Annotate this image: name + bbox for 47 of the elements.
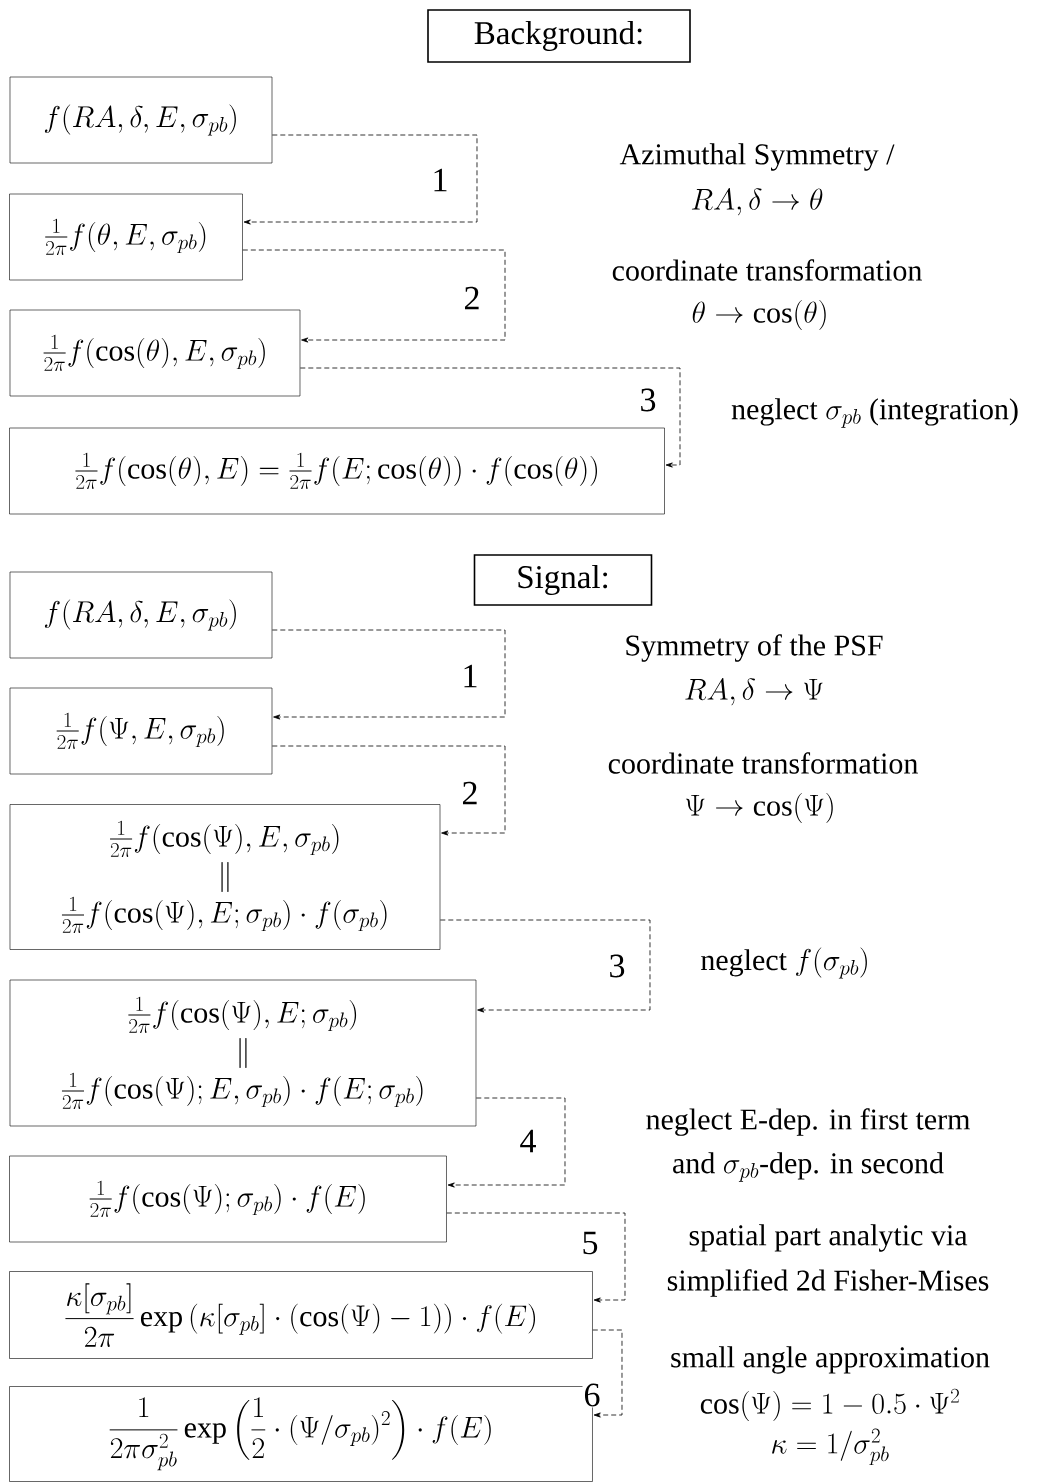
annotation-text: $RA,\delta\to\Psi$: [685, 678, 823, 706]
edge-label: 1: [430, 167, 450, 193]
edge-label: 2: [460, 780, 480, 806]
dashed-arrow: [243, 134, 478, 225]
annotation-text: $\Psi\to\cos(\Psi)$: [685, 793, 833, 823]
annotation-text: spatial part analytic via: [689, 1224, 968, 1252]
edge-label: 5: [580, 1230, 600, 1256]
annotation-text: small angle approximation: [671, 1346, 990, 1374]
annotation-text: $\text{neglect }f(\sigma_{pb})$: [701, 947, 867, 979]
edge-label: 4: [518, 1128, 538, 1154]
annotation-text: Azimuthal Symmetry /: [619, 143, 895, 171]
formula-box: $\frac{1}{2\pi}f(\cos(\theta),E,\sigma_{pb})$: [9, 309, 301, 397]
edge-label: 6: [582, 1382, 602, 1408]
dashed-arrow: [299, 367, 681, 468]
edge-label: 2: [462, 285, 482, 311]
formula-box: $\frac{1}{2\pi}f(\cos(\Psi),E,\sigma_{pb})$ $\|$ $\frac{1}{2\pi}f(\cos(\Psi),E;\sigma_{pb})\cdot f(\sigma_{pb})$: [9, 804, 441, 950]
annotation-text: $\theta\to\cos(\theta)$: [692, 300, 826, 330]
formula-box: $f(RA,\delta,E,\sigma_{pb})$: [9, 571, 273, 659]
formula-box: $\frac{1}{2\pi}f(\cos(\Psi);\sigma_{pb})\cdot f(E)$: [9, 1155, 447, 1243]
annotation-text: $\kappa=1/\sigma_{pb}^2$: [772, 1428, 889, 1466]
annotation-text: simplified 2d Fisher-Mises: [667, 1269, 989, 1297]
annotation-text: $\text{and }\sigma_{pb}\text{-dep. in second}$: [673, 1152, 944, 1182]
dashed-arrow: [271, 745, 506, 836]
dashed-arrow: [242, 249, 506, 343]
formula-box: $\frac{1}{2\pi}f(\cos(\Psi),E;\sigma_{pb})$ $\|$ $\frac{1}{2\pi}f(\cos(\Psi);E,\sigma_{pb})\cdot f(E;\sigma_{pb})$: [9, 979, 477, 1127]
dashed-arrow: [439, 919, 651, 1013]
dashed-arrow: [446, 1212, 626, 1303]
edge-label: 1: [460, 663, 480, 689]
annotation-text: neglect E-dep. in first term: [646, 1108, 970, 1136]
formula-box: $\frac{1}{2\pi}f(\cos(\theta),E)=\frac{1}{2\pi}f(E;\cos(\theta))\cdot f(\cos(\theta))$: [9, 427, 665, 515]
dashed-arrow: [447, 1097, 566, 1188]
annotation-text: Symmetry of the PSF: [626, 634, 883, 662]
annotation-text: coordinate transformation: [612, 259, 922, 281]
annotation-text: coordinate transformation: [608, 752, 918, 774]
edge-label: 3: [638, 387, 658, 413]
formula-box: $f(RA,\delta,E,\sigma_{pb})$: [9, 76, 273, 164]
annotation-text: $RA,\delta\to\theta$: [691, 188, 823, 216]
dashed-arrow: [592, 1329, 623, 1418]
edge-label: 3: [607, 953, 627, 979]
title-box: Signal:: [473, 554, 653, 606]
formula-box: $\frac{1}{2\pi}f(\Psi,E,\sigma_{pb})$: [9, 687, 273, 775]
dashed-arrow: [271, 629, 506, 720]
annotation-text: $\text{neglect }\sigma_{pb}\text{ (integration)}$: [731, 398, 1018, 428]
annotation-text: $\cos(\Psi)=1-0.5\cdot\Psi^2$: [700, 1388, 959, 1421]
title-box: Background:: [427, 9, 691, 63]
formula-box: $\frac{\kappa[\sigma_{pb}]}{2\pi}\exp\left(\kappa[\sigma_{pb}]\cdot(\cos(\Psi)-1)\right)\cdot f(E)$: [9, 1271, 593, 1359]
formula-box: $\frac{1}{2\pi}f(\theta,E,\sigma_{pb})$: [9, 193, 243, 281]
